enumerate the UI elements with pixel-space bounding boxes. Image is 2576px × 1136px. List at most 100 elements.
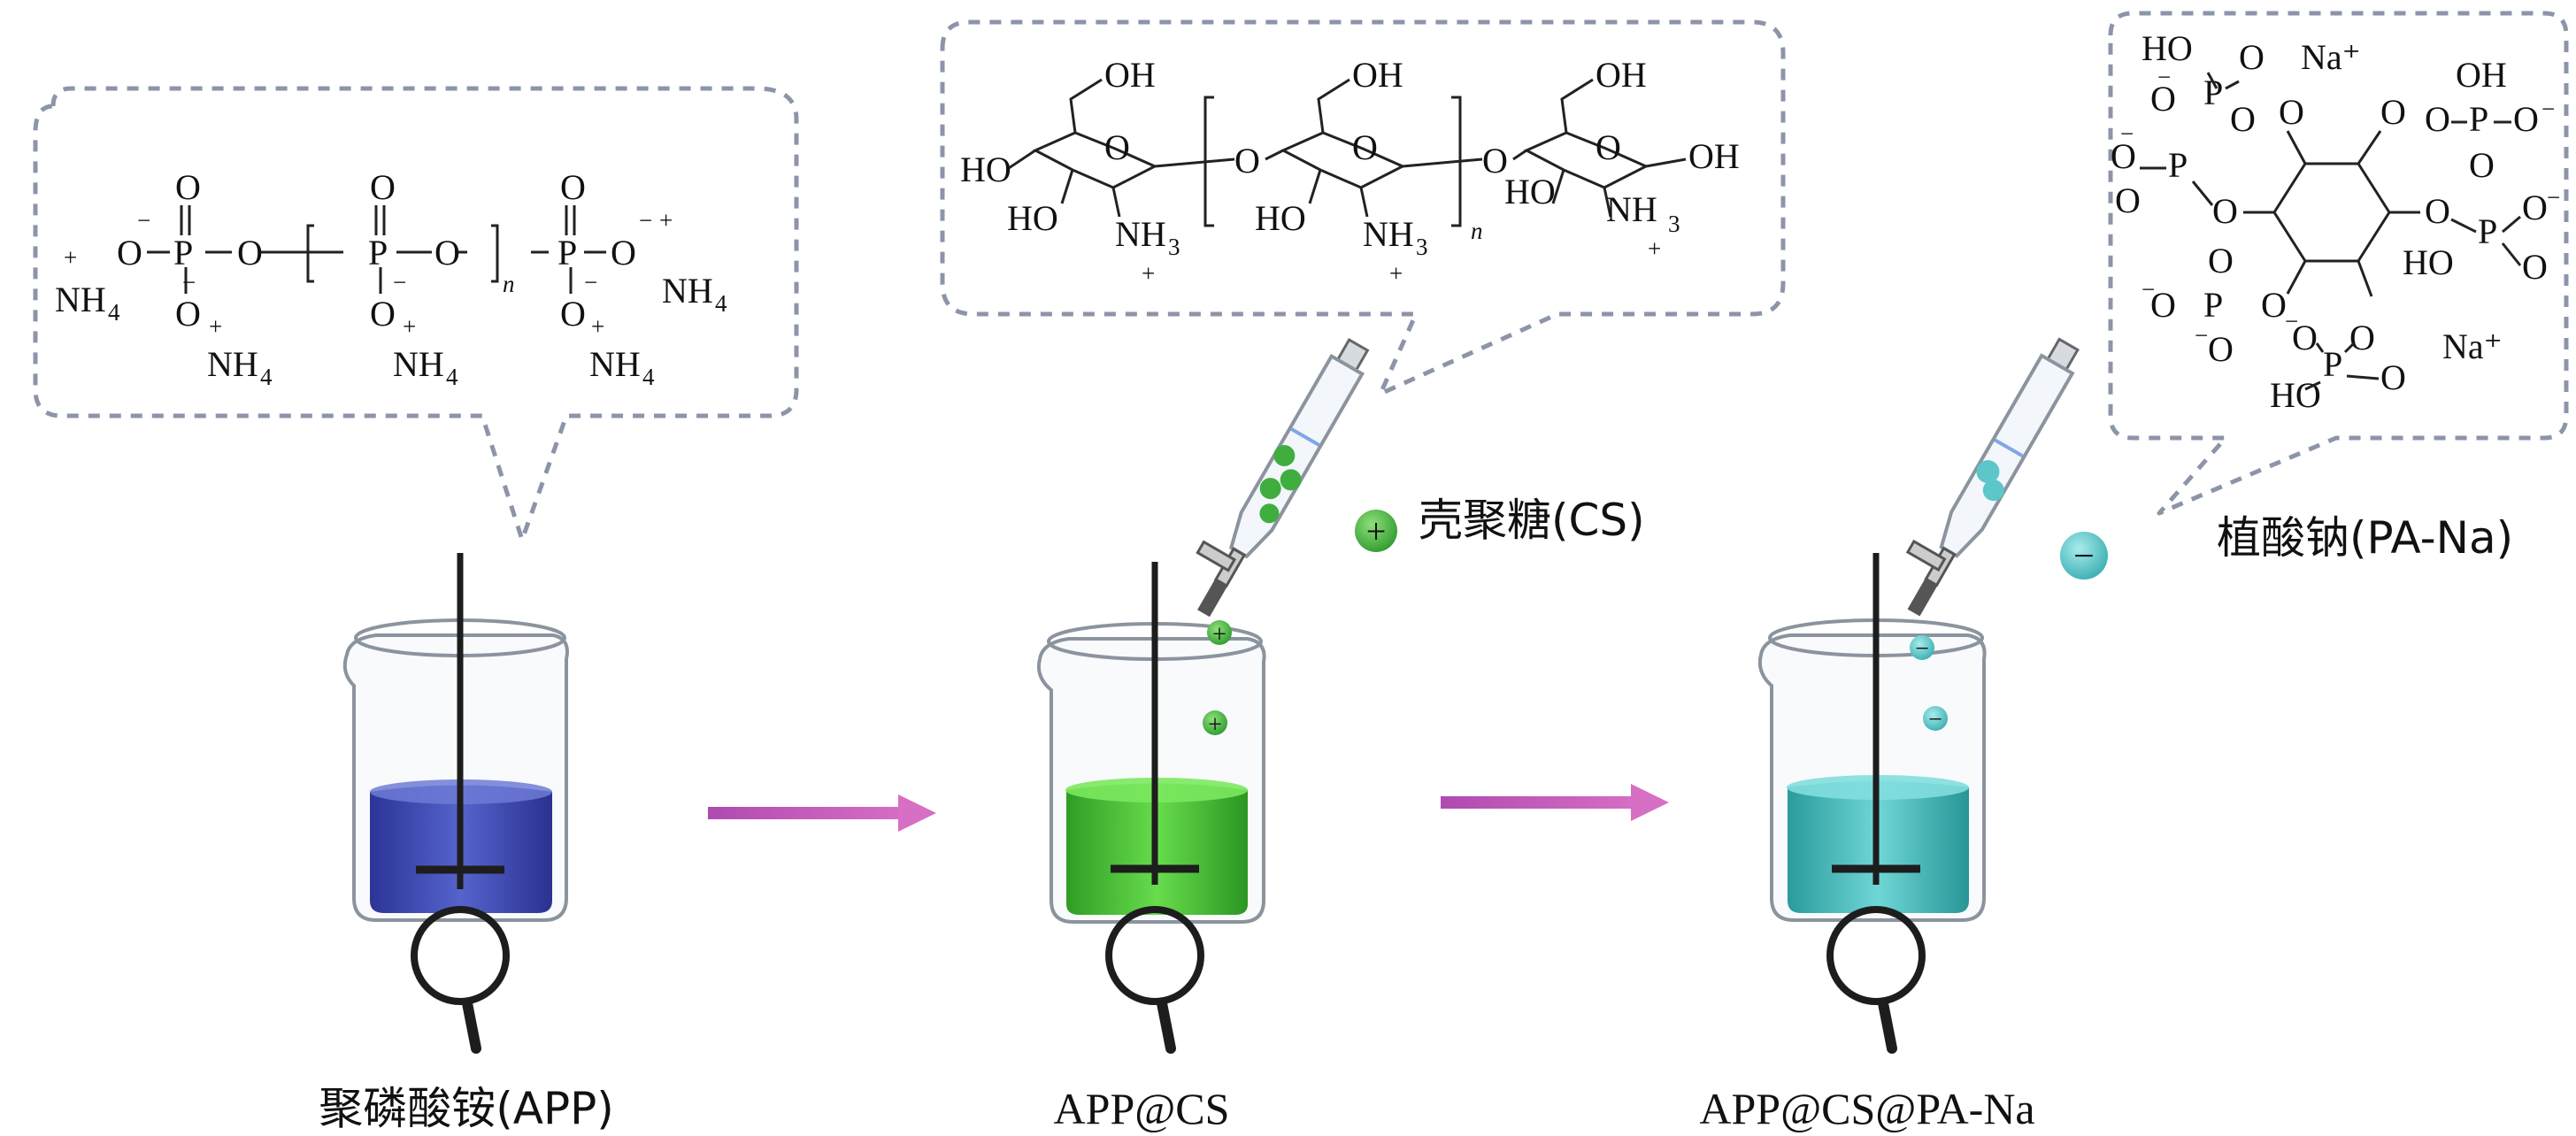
cs-n: n (1471, 218, 1483, 244)
cs-oh-end: OH (1688, 136, 1740, 176)
dropping-funnel-cs (1196, 338, 1370, 618)
pa-o-6a: O (2349, 318, 2375, 357)
app-o-left: O (117, 233, 142, 272)
cs-ring-o-3: O (1596, 127, 1621, 167)
app-nh4-2-sub: 4 (260, 364, 273, 390)
cs-ho-4: HO (1504, 172, 1556, 211)
app-o-top-3: O (560, 167, 586, 207)
cs-oh-2: OH (1352, 55, 1403, 95)
cs-nh3-1-sub: 3 (1168, 234, 1180, 260)
beaker-app-cs-pa (1757, 553, 1987, 1054)
pa-o-1c: O (2230, 99, 2256, 139)
cs-nh3-1: NH (1115, 214, 1166, 254)
cs-drop-1 (1207, 620, 1232, 645)
app-o-top-1: O (175, 167, 201, 207)
app-n: n (503, 271, 515, 297)
app-nh4-4-sub: 4 (642, 364, 655, 390)
pa-o-3a: O (2111, 136, 2136, 176)
app-p-2: P (368, 233, 388, 272)
pa-minus-4: − (2547, 184, 2560, 211)
app-nh4-3: NH (393, 344, 444, 384)
cs-ion-legend (1355, 510, 1397, 552)
app-p-1: P (173, 233, 193, 272)
app-nh4-1: NH (55, 280, 106, 319)
magnifier-icon (1826, 906, 1926, 1005)
arrow-2 (1441, 784, 1669, 821)
cs-ring-o-1: O (1104, 127, 1130, 167)
app-o-down-1: O (175, 294, 201, 334)
pa-reagent-label: 植酸钠(PA-Na) (2217, 512, 2513, 564)
cs-nh3-2: NH (1363, 214, 1414, 254)
pa-minus-5b: − (2195, 322, 2208, 349)
app-o-top-2: O (370, 167, 396, 207)
dropping-funnel-pa (1905, 337, 2080, 617)
cs-ion-legend-sign: + (1366, 511, 1387, 551)
pa-o-6c: O (2380, 357, 2406, 397)
cs-plus-3: + (1648, 235, 1661, 262)
pa-o-2d: O (2469, 145, 2495, 185)
app-p-3: P (557, 233, 577, 272)
pa-ho-6: HO (2270, 375, 2321, 415)
app-nh4-5: NH (662, 271, 713, 311)
app-structure-bubble (33, 86, 799, 542)
pa-o-4c: O (2522, 247, 2548, 287)
magnifier-icon (1105, 906, 1204, 1005)
pa-ho-1: HO (2142, 28, 2193, 68)
arrow-1 (708, 794, 936, 832)
cs-nh3-3: NH (1606, 189, 1657, 229)
pa-ho-4: HO (2403, 242, 2454, 282)
app-nh4-1-sub: 4 (108, 299, 120, 326)
app-minus-left: − (137, 207, 150, 234)
cs-structure-bubble (940, 19, 1786, 396)
app-minus-right: − (639, 207, 652, 234)
pa-drop-1-sign: − (1915, 635, 1929, 663)
app-nh4-4: NH (589, 344, 641, 384)
pa-o-2a: O (2380, 92, 2406, 132)
pa-minus-1: − (2157, 64, 2171, 90)
pa-p-5: P (2203, 285, 2223, 325)
cs-drop-2 (1203, 710, 1227, 735)
cs-ring-o-2: O (1352, 127, 1378, 167)
app-plus-5: + (659, 207, 673, 234)
app-cs-pa-label: APP@CS@PA-Na (1699, 1084, 2034, 1133)
pa-o-1b: O (2150, 79, 2176, 119)
cs-structure: OH OH OH O O O HO HO O HO O HO OH NH 3 +… (960, 55, 1740, 287)
pa-o-5c: O (2208, 241, 2234, 280)
app-o-right: O (611, 233, 636, 272)
app-minus-down-1: − (182, 269, 196, 296)
app-minus-down-3: − (584, 269, 597, 296)
pa-p-3: P (2168, 145, 2188, 185)
cs-ho-3: HO (1255, 198, 1306, 238)
pa-o-1a: O (2239, 37, 2265, 77)
pa-na-2: Na⁺ (2442, 326, 2503, 366)
pa-structure: HO O − O P O O Na⁺ O O P O − OH O O − P … (2111, 28, 2560, 415)
cs-plus-1: + (1142, 260, 1155, 287)
cs-oh-1: OH (1104, 55, 1156, 95)
app-o-down-3: O (560, 294, 586, 334)
pa-o-3c: O (2212, 191, 2238, 231)
app-plus-1: + (64, 244, 77, 271)
pa-o-4a: O (2425, 191, 2450, 231)
pa-drop-2-sign: − (1928, 706, 1942, 733)
cs-ho-2: HO (1007, 198, 1058, 238)
pa-o-4b: O (2522, 188, 2548, 227)
app-o-bridge-1: O (237, 233, 263, 272)
pa-minus-5: − (2142, 276, 2155, 303)
pa-o-5a: O (2261, 285, 2287, 325)
pa-p-2: P (2469, 99, 2488, 139)
app-nh4-2: NH (207, 344, 258, 384)
beaker-app (342, 553, 569, 1054)
cs-drop-2-sign: + (1208, 711, 1222, 739)
pa-o-1d: O (2279, 92, 2304, 132)
app-cs-label: APP@CS (1054, 1084, 1230, 1133)
cs-oh-3: OH (1596, 55, 1647, 95)
pa-oh-2: OH (2456, 55, 2507, 95)
pa-drop-2 (1923, 706, 1948, 731)
pa-structure-bubble (2108, 11, 2569, 516)
cs-nh3-3-sub: 3 (1668, 211, 1680, 237)
cs-plus-2: + (1389, 260, 1403, 287)
app-plus-3: + (403, 313, 416, 340)
app-nh4-3-sub: 4 (446, 364, 458, 390)
pa-o-6b: O (2292, 318, 2318, 357)
